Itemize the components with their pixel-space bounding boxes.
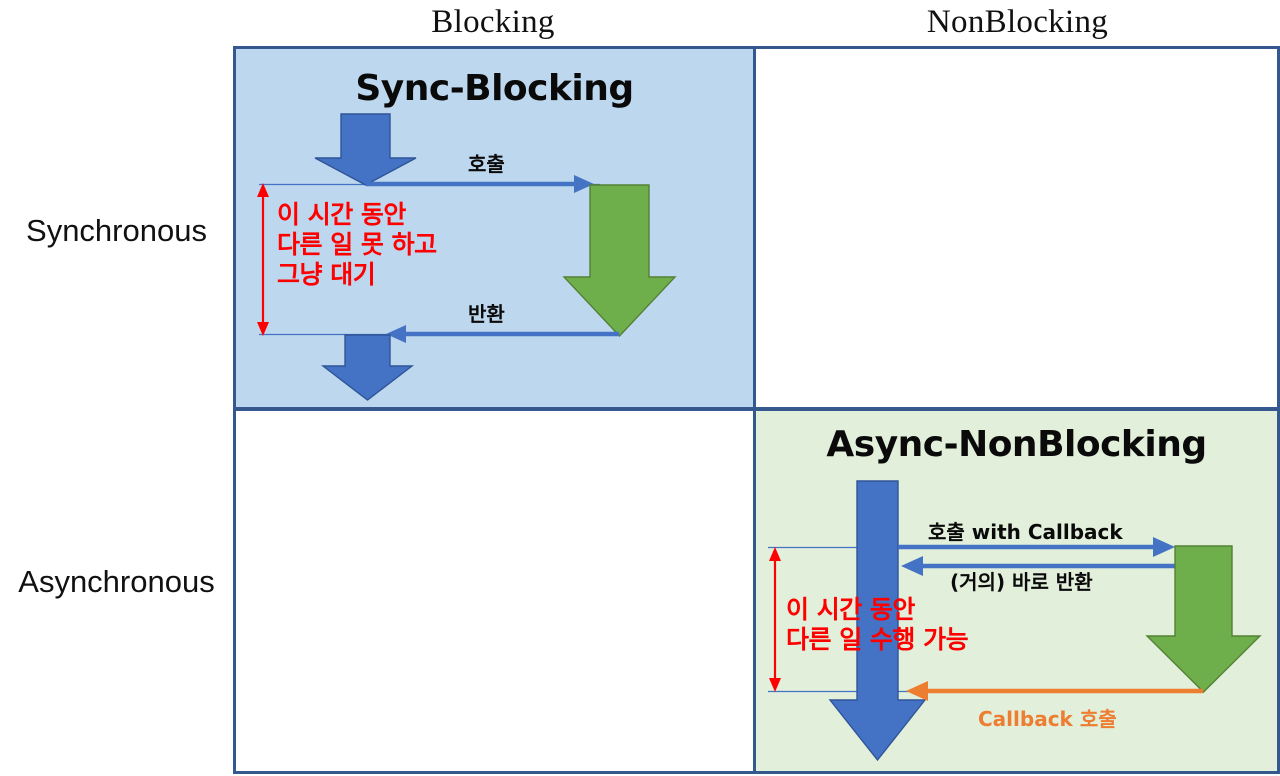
- note-sync-duration-line-1: 이 시간 동안: [277, 200, 406, 229]
- row-header-synchronous: Synchronous: [26, 213, 207, 248]
- note-sync-duration-line-3: 그냥 대기: [277, 260, 376, 289]
- column-header-nonblocking: NonBlocking: [926, 4, 1109, 40]
- cell-sync-nonblocking: [753, 46, 1280, 410]
- cell-async-blocking: [233, 408, 756, 774]
- note-sync-duration-line-2: 다른 일 못 하고: [277, 230, 437, 259]
- label-sync-call: 호출: [468, 152, 505, 176]
- cell-title-sync-blocking: Sync-Blocking: [355, 68, 634, 109]
- row-header-asynchronous: Asynchronous: [18, 564, 215, 599]
- label-sync-return: 반환: [468, 302, 505, 326]
- column-header-blocking: Blocking: [431, 4, 555, 40]
- label-async-return: (거의) 바로 반환: [950, 570, 1093, 594]
- cell-title-async-nonblocking: Async-NonBlocking: [826, 424, 1207, 465]
- note-async-duration: 이 시간 동안 다른 일 수행 가능: [786, 595, 969, 655]
- note-async-duration-line-2: 다른 일 수행 가능: [786, 625, 969, 654]
- note-async-duration-line-1: 이 시간 동안: [786, 595, 915, 624]
- label-async-callback: Callback 호출: [978, 707, 1117, 731]
- note-sync-duration: 이 시간 동안 다른 일 못 하고 그냥 대기: [277, 200, 437, 290]
- label-async-call: 호출 with Callback: [928, 520, 1123, 544]
